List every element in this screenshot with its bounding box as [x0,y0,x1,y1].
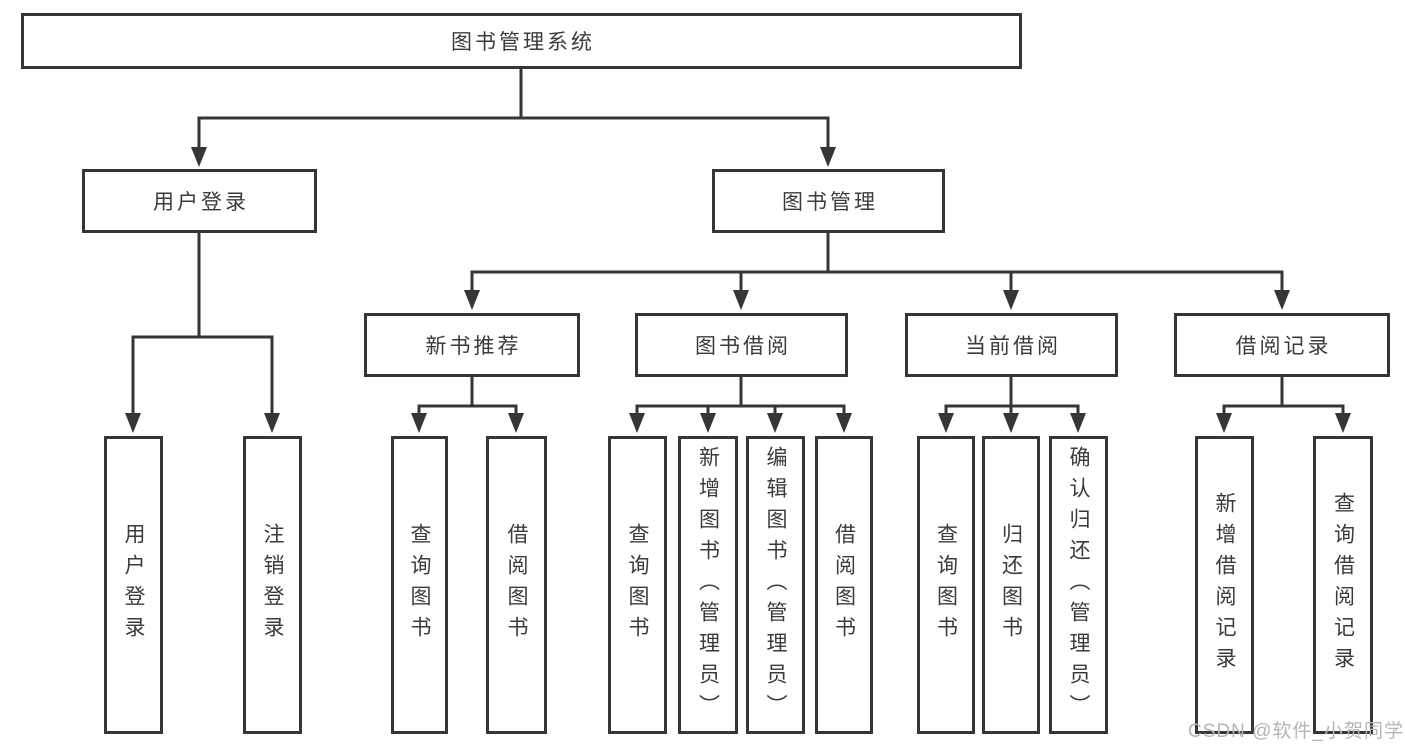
leaf-user-login-label: 用户登录 [122,523,145,647]
node-book-borrowing: 图书借阅 [635,313,848,377]
node-new-book-recommend-label: 新书推荐 [425,335,522,358]
node-borrowing-records-label: 借阅记录 [1235,335,1332,358]
leaf-query-books-current-label: 查询图书 [934,523,958,647]
leaf-query-books-borrowing-label: 查询图书 [626,523,649,647]
leaf-borrow-books-recommend-label: 借阅图书 [505,523,528,647]
node-new-book-recommend: 新书推荐 [364,313,580,377]
node-borrowing-records: 借阅记录 [1174,313,1390,377]
leaf-edit-books-admin-label: 编辑图书（管理员） [764,445,787,725]
leaf-borrow-books-borrowing: 借阅图书 [815,436,873,734]
node-root-label: 图书管理系统 [451,31,595,54]
leaf-query-books-recommend: 查询图书 [391,436,448,734]
leaf-confirm-return-admin-label: 确认归还（管理员） [1067,445,1090,725]
node-user-login-label: 用户登录 [153,191,249,214]
node-book-management-label: 图书管理 [782,191,878,214]
leaf-confirm-return-admin: 确认归还（管理员） [1049,436,1108,734]
leaf-query-borrow-record: 查询借阅记录 [1313,436,1373,734]
leaf-return-books-label: 归还图书 [999,523,1023,647]
leaf-add-borrow-record-label: 新增借阅记录 [1213,492,1236,678]
node-book-management: 图书管理 [712,169,945,233]
leaf-add-books-admin-label: 新增图书（管理员） [696,445,720,725]
leaf-return-books: 归还图书 [982,436,1040,734]
csdn-watermark: CSDN @软件_小贺同学 [1188,721,1404,742]
node-current-borrowing-label: 当前借阅 [965,335,1061,358]
node-user-login: 用户登录 [82,169,317,233]
leaf-query-books-current: 查询图书 [917,436,975,734]
leaf-query-books-borrowing: 查询图书 [608,436,667,734]
leaf-user-login: 用户登录 [104,436,163,734]
leaf-logout-login-label: 注销登录 [261,523,284,647]
leaf-borrow-books-recommend: 借阅图书 [486,436,547,734]
arrowheads [125,147,1351,433]
leaf-logout-login: 注销登录 [243,436,302,734]
node-root: 图书管理系统 [21,13,1022,69]
leaf-query-books-recommend-label: 查询图书 [408,523,431,647]
node-book-borrowing-label: 图书借阅 [695,335,791,358]
leaf-edit-books-admin: 编辑图书（管理员） [746,436,805,734]
leaf-query-borrow-record-label: 查询借阅记录 [1331,492,1355,678]
node-current-borrowing: 当前借阅 [905,313,1118,377]
leaf-add-books-admin: 新增图书（管理员） [678,436,738,734]
leaf-borrow-books-borrowing-label: 借阅图书 [832,523,856,647]
leaf-add-borrow-record: 新增借阅记录 [1195,436,1254,734]
